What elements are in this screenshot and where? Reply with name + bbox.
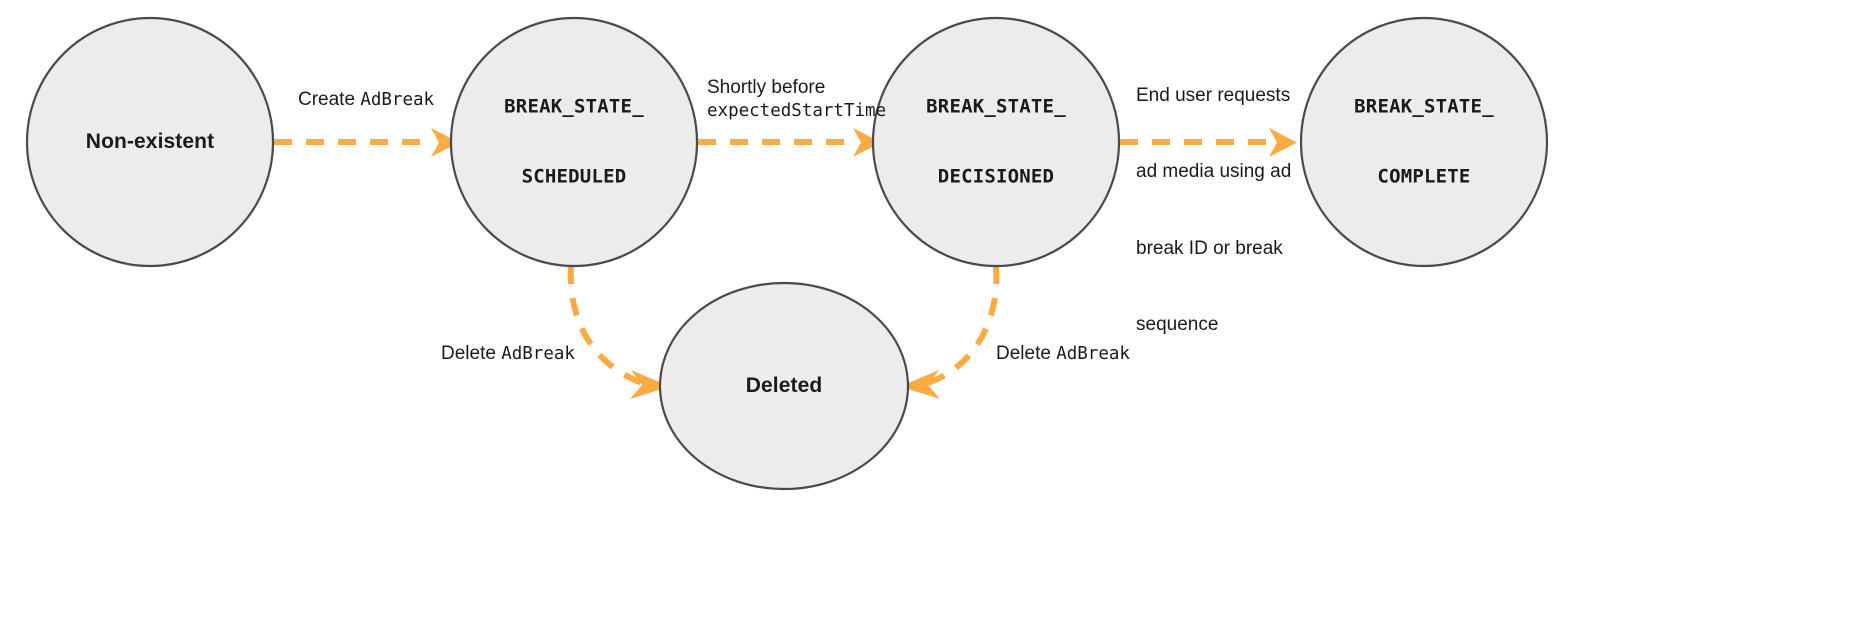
edge-create-adbreak bbox=[274, 128, 459, 157]
edge-scheduled-to-decisioned bbox=[698, 128, 881, 157]
state-node-break-state-scheduled[interactable] bbox=[449, 16, 699, 268]
arrowhead-icon bbox=[853, 128, 881, 157]
edge-scheduled-to-deleted bbox=[567, 265, 670, 399]
edge-decisioned-to-deleted bbox=[900, 265, 1000, 399]
arrowhead-icon bbox=[431, 128, 459, 157]
state-node-deleted[interactable] bbox=[658, 281, 910, 491]
state-node-break-state-decisioned[interactable] bbox=[871, 16, 1121, 268]
arrowhead-icon bbox=[1269, 128, 1297, 157]
state-node-break-state-complete[interactable] bbox=[1299, 16, 1549, 268]
arrowhead-icon bbox=[900, 370, 940, 399]
edge-decisioned-to-complete bbox=[1120, 128, 1297, 157]
arrowhead-icon bbox=[630, 370, 670, 399]
state-node-non-existent[interactable] bbox=[25, 16, 275, 268]
